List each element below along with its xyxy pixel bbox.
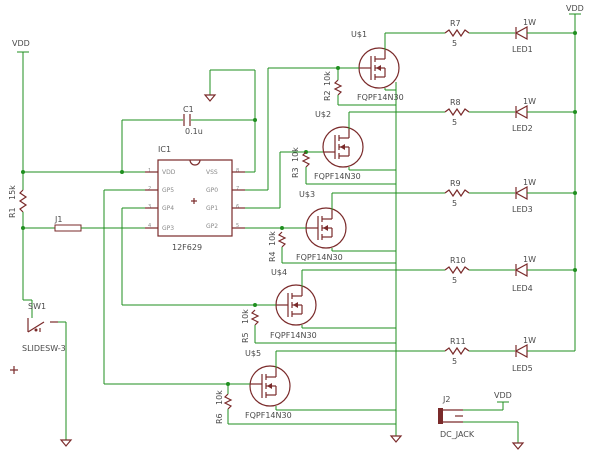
pin-vdd: VDD xyxy=(162,169,176,176)
u2-mosfet: U$2 FQPF14N30 xyxy=(314,110,364,181)
r6-value: 10k xyxy=(215,390,224,405)
r6-label: R6 xyxy=(215,413,224,424)
u4-mosfet: U$4 FQPF14N30 xyxy=(270,268,317,340)
pin-gp2: GP2 xyxy=(206,223,218,230)
r5-label: R5 xyxy=(241,332,250,343)
c1-capacitor: C1 0.1u xyxy=(183,105,203,136)
pin-number: 7 xyxy=(236,186,239,192)
r1-resistor: R1 15k xyxy=(8,185,28,218)
j1-jumper: J1 xyxy=(54,215,82,232)
pin-number: 4 xyxy=(148,223,151,229)
led1-rating: 1W xyxy=(523,18,536,27)
r10-label: R10 xyxy=(450,256,466,265)
r2-label: R2 xyxy=(323,90,332,101)
r10-value: 5 xyxy=(452,276,457,285)
u1-part-label: FQPF14N30 xyxy=(357,93,404,102)
sw1-label: SW1 xyxy=(28,302,46,311)
pin-gp5: GP5 xyxy=(162,187,174,194)
r7-label: R7 xyxy=(450,19,461,28)
pin-gp0: GP0 xyxy=(206,187,218,194)
u5-label: U$5 xyxy=(245,349,261,358)
pin-gp4: GP4 xyxy=(162,205,174,212)
c1-value: 0.1u xyxy=(185,127,203,136)
vdd-left-label: VDD xyxy=(12,39,30,48)
led-row-5: R11 5 1W LED5 xyxy=(444,336,575,373)
led5-label: LED5 xyxy=(512,364,533,373)
u2-part-label: FQPF14N30 xyxy=(314,172,361,181)
r9-value: 5 xyxy=(452,199,457,208)
c1-label: C1 xyxy=(183,105,194,114)
j2-part-label: DC_JACK xyxy=(440,430,475,439)
led-row-4: R10 5 1W LED4 xyxy=(444,255,575,293)
j2-dc-jack: J2 DC_JACK xyxy=(438,395,475,439)
vdd-jack-label: VDD xyxy=(494,391,512,400)
pin-number: 3 xyxy=(148,204,151,210)
j1-label: J1 xyxy=(54,215,62,224)
vdd-right-symbol: VDD xyxy=(566,4,584,351)
r4-value: 10k xyxy=(268,231,277,246)
ic1-part-label: 12F629 xyxy=(172,243,202,252)
led3-rating: 1W xyxy=(523,178,536,187)
r8-value: 5 xyxy=(452,118,457,127)
led2-label: LED2 xyxy=(512,124,533,133)
r8-label: R8 xyxy=(450,98,461,107)
pin-gp3: GP3 xyxy=(162,225,174,232)
r3-value: 10k xyxy=(291,147,300,162)
u3-label: U$3 xyxy=(299,190,315,199)
r7-value: 5 xyxy=(452,39,457,48)
led4-label: LED4 xyxy=(512,284,533,293)
pin-number: 1 xyxy=(148,168,151,174)
r1-value: 15k xyxy=(8,185,17,200)
u4-part-label: FQPF14N30 xyxy=(270,331,317,340)
r1-label: R1 xyxy=(8,207,17,218)
u5-part-label: FQPF14N30 xyxy=(245,411,292,420)
r11-value: 5 xyxy=(452,357,457,366)
r3-label: R3 xyxy=(291,167,300,178)
pin-number: 5 xyxy=(236,223,239,229)
pin-number: 8 xyxy=(236,168,239,174)
u1-mosfet: U$1 FQPF14N30 xyxy=(351,30,404,102)
ic1-label: IC1 xyxy=(158,145,171,154)
sw1-slide-switch: SW1 SLIDESW-3 xyxy=(22,302,66,353)
sw1-part-label: SLIDESW-3 xyxy=(22,344,66,353)
r4-label: R4 xyxy=(268,251,277,262)
led-row-2: R8 5 1W LED2 xyxy=(444,97,575,133)
ic1-chip: IC1 12F629 VDD GP5 GP4 GP3 VSS GP0 GP1 G… xyxy=(148,145,239,252)
u4-label: U$4 xyxy=(271,268,287,277)
led4-rating: 1W xyxy=(523,255,536,264)
r5-value: 10k xyxy=(241,309,250,324)
pin-gp1: GP1 xyxy=(206,205,218,212)
j2-label: J2 xyxy=(442,395,450,404)
u2-label: U$2 xyxy=(315,110,331,119)
r9-label: R9 xyxy=(450,179,461,188)
vdd-right-label: VDD xyxy=(566,4,584,13)
pin-vss: VSS xyxy=(206,169,218,176)
vdd-left-symbol: VDD xyxy=(12,39,30,190)
led-row-3: R9 5 1W LED3 xyxy=(444,178,575,214)
u3-part-label: FQPF14N30 xyxy=(296,253,343,262)
u5-mosfet: U$5 FQPF14N30 xyxy=(245,349,292,420)
u1-label: U$1 xyxy=(351,30,367,39)
led-row-1: R7 5 1W LED1 xyxy=(444,18,575,54)
led3-label: LED3 xyxy=(512,205,533,214)
led1-label: LED1 xyxy=(512,45,533,54)
led5-rating: 1W xyxy=(523,336,536,345)
led2-rating: 1W xyxy=(523,97,536,106)
gnd-symbol xyxy=(59,439,73,447)
r11-label: R11 xyxy=(450,337,466,346)
r2-value: 10k xyxy=(323,71,332,86)
pin-number: 2 xyxy=(148,186,151,192)
pin-number: 6 xyxy=(236,204,239,210)
